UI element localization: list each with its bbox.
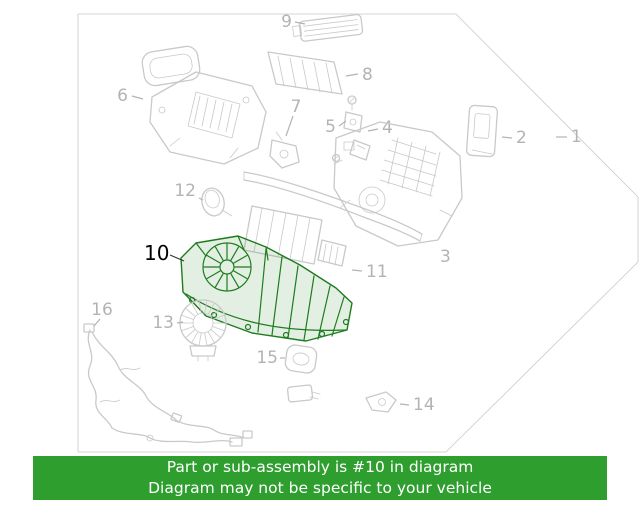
small-bracket — [286, 384, 321, 403]
part-7-bracket — [269, 131, 300, 169]
banner-line-2: Diagram may not be specific to your vehi… — [148, 479, 492, 497]
callout-3: 3 — [440, 247, 451, 267]
part-16-wiring-harness — [83, 323, 253, 447]
part-10-blower-housing-highlighted — [180, 235, 353, 342]
svg-text:13: 13 — [152, 313, 174, 333]
callout-4: 4 — [367, 118, 393, 138]
parts-diagram: 6 9 8 — [77, 12, 639, 453]
screw-icon — [347, 95, 357, 111]
part-12-actuator — [201, 187, 233, 217]
svg-text:1: 1 — [571, 127, 582, 147]
svg-text:6: 6 — [117, 86, 128, 106]
part-2-module — [465, 104, 499, 158]
callout-11: 11 — [351, 262, 388, 282]
callout-6: 6 — [117, 86, 144, 106]
callout-16: 16 — [91, 300, 113, 327]
svg-text:2: 2 — [516, 128, 527, 148]
part-11-evaporator — [243, 205, 347, 267]
part-14-bracket — [365, 391, 397, 413]
part-3-heater-housing — [333, 121, 463, 247]
callout-13: 13 — [152, 313, 184, 333]
svg-text:8: 8 — [362, 65, 373, 85]
svg-text:3: 3 — [440, 247, 451, 267]
callout-1: 1 — [556, 127, 582, 147]
svg-text:7: 7 — [291, 97, 302, 117]
callout-15: 15 — [256, 348, 285, 368]
callout-7: 7 — [285, 97, 302, 137]
part-8-cabin-filter — [267, 51, 343, 95]
highlight-banner: Part or sub-assembly is #10 in diagram D… — [33, 456, 607, 500]
callout-14: 14 — [399, 395, 435, 415]
screw-icon — [331, 153, 341, 163]
banner-line-1: Part or sub-assembly is #10 in diagram — [166, 458, 474, 476]
callout-8: 8 — [345, 65, 373, 85]
svg-text:4: 4 — [382, 118, 393, 138]
duct-hose — [243, 171, 423, 242]
callout-2: 2 — [501, 128, 527, 148]
svg-text:12: 12 — [174, 181, 196, 201]
svg-text:5: 5 — [325, 117, 336, 137]
callout-9: 9 — [281, 12, 306, 32]
part-4-clip — [349, 139, 371, 161]
callout-5: 5 — [325, 117, 347, 137]
diagram-border — [77, 13, 639, 453]
svg-text:9: 9 — [281, 12, 292, 32]
callout-10-highlighted: 10 — [144, 241, 185, 265]
svg-text:10: 10 — [144, 241, 169, 265]
svg-text:15: 15 — [256, 348, 278, 368]
part-9-cowl-grille — [292, 13, 364, 42]
svg-text:11: 11 — [366, 262, 388, 282]
part-15-grommet — [284, 344, 318, 374]
svg-text:16: 16 — [91, 300, 113, 320]
callout-12: 12 — [174, 181, 204, 201]
svg-text:14: 14 — [413, 395, 435, 415]
part-6-upper-housing — [141, 45, 267, 165]
